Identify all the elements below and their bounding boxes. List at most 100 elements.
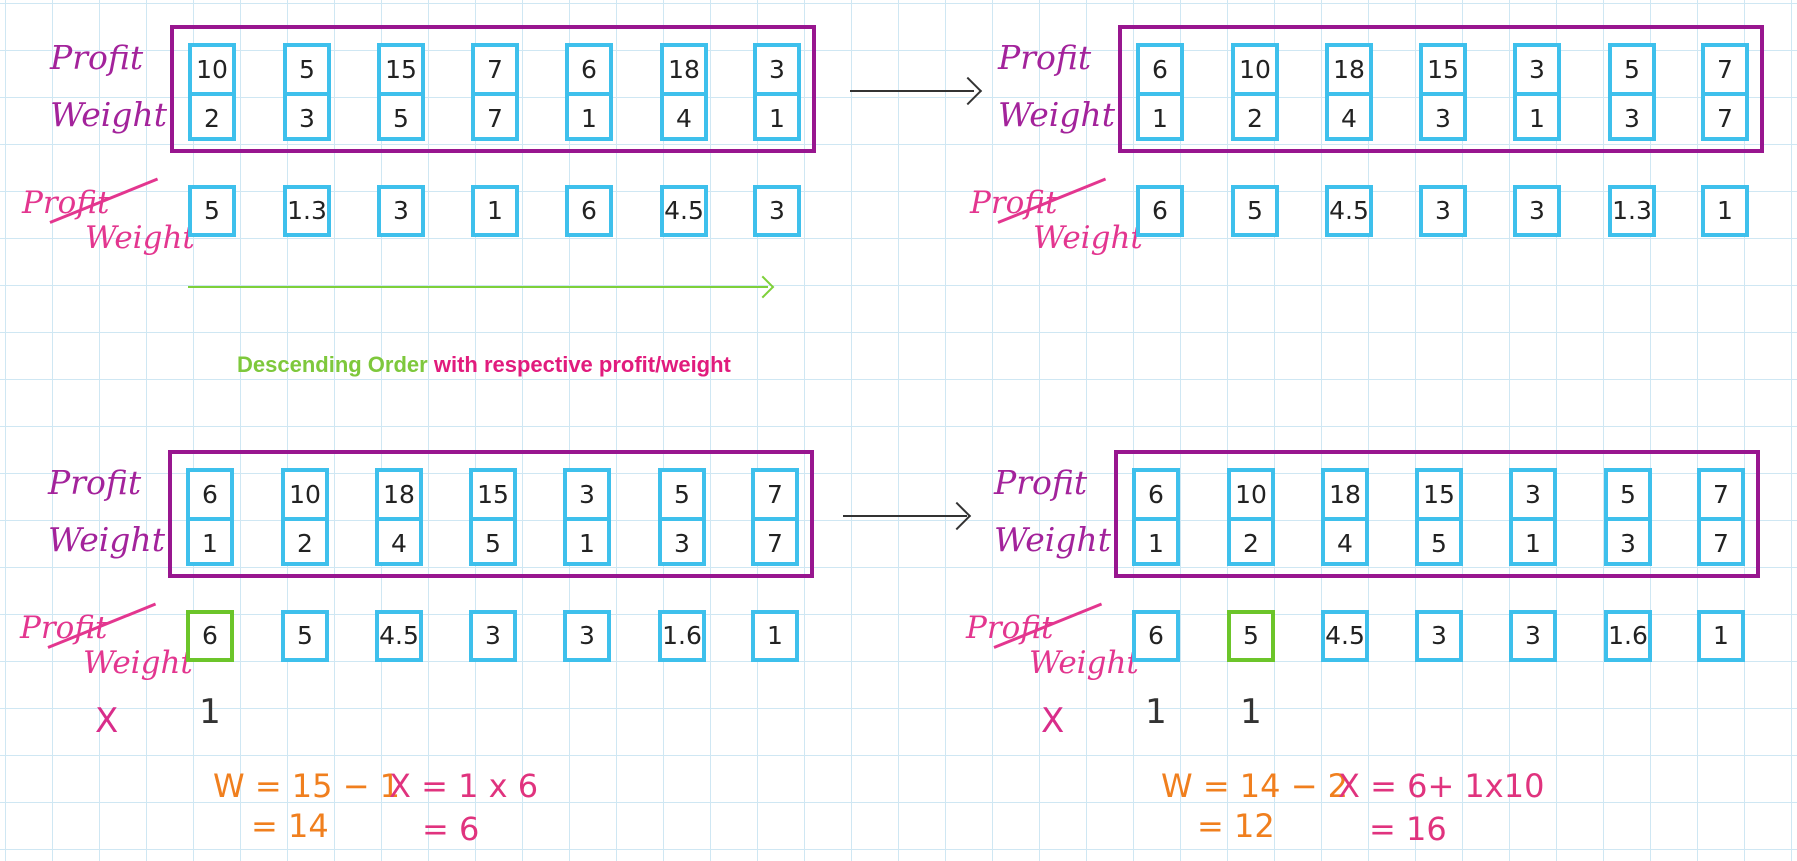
- ratio-cell: 3: [1419, 185, 1467, 237]
- weight-label: Weight: [998, 95, 1115, 134]
- profit-weight-label: Profit Weight: [964, 602, 1139, 681]
- weight-value: 1: [1525, 529, 1541, 558]
- ratio-label-bottom: Weight: [83, 645, 193, 681]
- profit-value: 10: [1235, 47, 1275, 96]
- ratio-cell-selected: 6: [186, 610, 234, 662]
- weight-calc-line-1: W = 15 − 1: [213, 767, 401, 805]
- arrow-right-icon: [850, 90, 974, 92]
- weight-value: 1: [202, 529, 218, 558]
- ratio-cell: 4.5: [660, 185, 708, 237]
- x-value: 1: [1240, 692, 1262, 732]
- weight-value: 1: [1148, 529, 1164, 558]
- profit-value: 18: [1329, 47, 1369, 96]
- profit-value: 18: [664, 47, 704, 96]
- x-value: 1: [1145, 692, 1167, 732]
- ratio-cell: 4.5: [375, 610, 423, 662]
- profit-value: 5: [662, 472, 702, 521]
- profit-label: Profit: [48, 463, 142, 502]
- profit-value: 3: [1517, 47, 1557, 96]
- profit-value: 5: [287, 47, 327, 96]
- items-frame: [1118, 25, 1764, 153]
- x-value: 1: [199, 692, 221, 732]
- ratio-cell: 3: [377, 185, 425, 237]
- weight-calc-line-2: = 14: [251, 807, 329, 845]
- weight-value: 1: [579, 529, 595, 558]
- weight-label: Weight: [994, 520, 1111, 559]
- x-label: X: [1041, 701, 1065, 741]
- weight-value: 3: [1624, 104, 1640, 133]
- weight-value: 4: [676, 104, 692, 133]
- profit-value: 18: [379, 472, 419, 521]
- profit-value: 10: [192, 47, 232, 96]
- items-frame: [170, 25, 816, 153]
- profit-value: 3: [757, 47, 797, 96]
- profit-value: 15: [1419, 472, 1459, 521]
- profit-value: 15: [381, 47, 421, 96]
- weight-value: 1: [1152, 104, 1168, 133]
- ratio-cell: 5: [1231, 185, 1279, 237]
- weight-value: 4: [1341, 104, 1357, 133]
- profit-weight-label: Profit Weight: [968, 177, 1143, 256]
- ratio-label-bottom: Weight: [85, 220, 195, 256]
- weight-value: 2: [1243, 529, 1259, 558]
- caption-descending: Descending Order: [237, 352, 428, 377]
- ratio-cell: 1.6: [658, 610, 706, 662]
- weight-label: Weight: [48, 520, 165, 559]
- ratio-cell: 3: [1415, 610, 1463, 662]
- x-label: X: [95, 701, 119, 741]
- profit-value: 18: [1325, 472, 1365, 521]
- ratio-cell: 5: [188, 185, 236, 237]
- x-calc-line-1: X = 1 x 6: [389, 767, 539, 805]
- items-frame: [1114, 450, 1760, 578]
- profit-value: 3: [567, 472, 607, 521]
- profit-label: Profit: [998, 38, 1092, 77]
- ratio-cell: 3: [469, 610, 517, 662]
- ratio-cell: 3: [1513, 185, 1561, 237]
- weight-value: 1: [1529, 104, 1545, 133]
- profit-value: 6: [1136, 472, 1176, 521]
- green-arrow-icon: [188, 286, 768, 288]
- weight-value: 5: [393, 104, 409, 133]
- ratio-cell: 1.3: [1608, 185, 1656, 237]
- weight-calc-line-2: = 12: [1197, 807, 1275, 845]
- green-arrow-head-icon: [751, 275, 775, 299]
- ratio-label-bottom: Weight: [1029, 645, 1139, 681]
- profit-value: 5: [1608, 472, 1648, 521]
- ratio-label-bottom: Weight: [1033, 220, 1143, 256]
- ratio-cell: 6: [565, 185, 613, 237]
- ratio-cell: 1.6: [1604, 610, 1652, 662]
- weight-value: 7: [767, 529, 783, 558]
- profit-weight-label: Profit Weight: [18, 602, 193, 681]
- ratio-cell: 1: [1701, 185, 1749, 237]
- profit-value: 3: [1513, 472, 1553, 521]
- weight-label: Weight: [50, 95, 167, 134]
- x-calc-line-2: = 16: [1369, 810, 1447, 848]
- ratio-cell: 3: [563, 610, 611, 662]
- caption: Descending Order with respective profit/…: [237, 352, 731, 378]
- profit-value: 6: [190, 472, 230, 521]
- ratio-cell: 3: [1509, 610, 1557, 662]
- weight-calc-line-1: W = 14 − 2: [1161, 767, 1349, 805]
- profit-value: 6: [1140, 47, 1180, 96]
- ratio-cell: 3: [753, 185, 801, 237]
- weight-value: 5: [485, 529, 501, 558]
- ratio-cell: 6: [1136, 185, 1184, 237]
- weight-value: 1: [581, 104, 597, 133]
- weight-value: 7: [487, 104, 503, 133]
